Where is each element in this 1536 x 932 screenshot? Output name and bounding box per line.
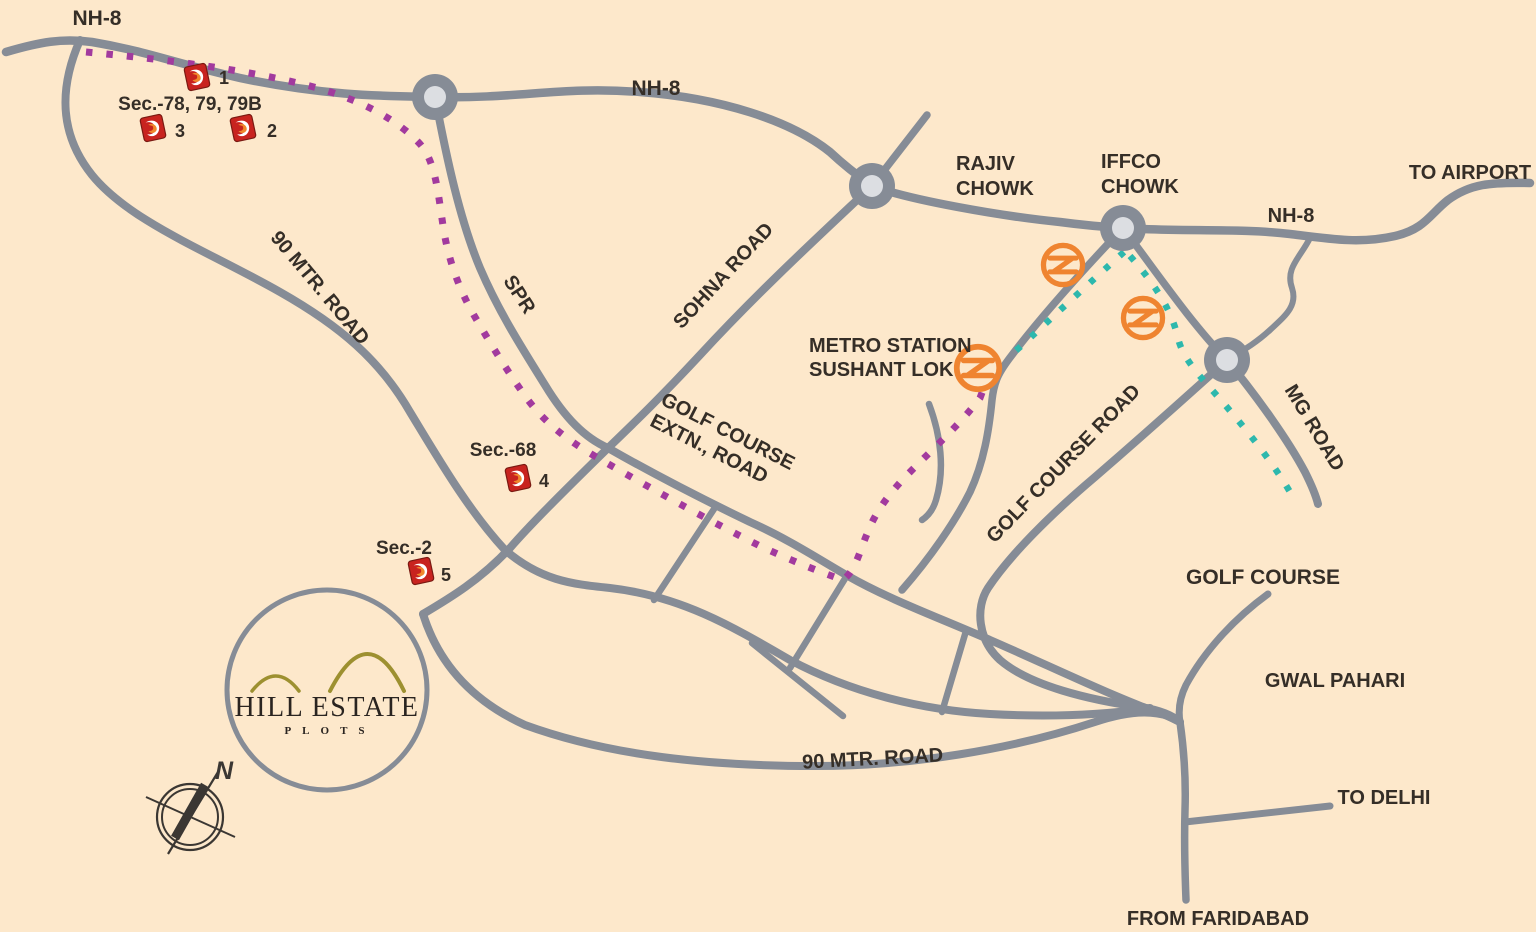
road-sohna xyxy=(419,182,876,618)
label-sec-2: Sec.-2 xyxy=(376,538,432,559)
plot-marker-4-number: 4 xyxy=(539,471,549,491)
road-golf-course xyxy=(976,356,1231,726)
label-sec-78-79-79b: Sec.-78, 79, 79B xyxy=(118,94,262,115)
label-gwal-pahari: GWAL PAHARI xyxy=(1265,670,1405,692)
label-metro-station-line2: SUSHANT LOK xyxy=(809,359,954,381)
road-nh8 xyxy=(1,36,1535,245)
road-faridabad xyxy=(1176,718,1190,904)
junction-node-rajiv-chowk xyxy=(849,163,895,209)
road-cross-street-b xyxy=(786,573,850,672)
plot-marker-2-number: 2 xyxy=(267,121,277,141)
road-gwal-curve xyxy=(1175,590,1272,726)
road-network xyxy=(1,36,1535,904)
metro-line-dotted-west xyxy=(1007,249,1127,359)
plot-marker-1-icon xyxy=(183,62,211,92)
label-from-faridabad: FROM FARIDABAD xyxy=(1127,908,1309,930)
road-mg xyxy=(1223,356,1322,508)
road-spur xyxy=(748,639,847,720)
road-cross-street-a xyxy=(650,502,720,604)
label-iffco-chowk-line1: IFFCO xyxy=(1101,151,1161,173)
plot-marker-5-number: 5 xyxy=(441,565,451,585)
plot-marker-5-icon xyxy=(407,556,435,586)
logo-circle xyxy=(224,587,430,793)
label-nh8-center: NH-8 xyxy=(631,77,680,100)
hill-estate-logo: HILL ESTATE PLOTS xyxy=(224,587,430,793)
label-iffco-chowk-line2: CHOWK xyxy=(1101,176,1179,198)
plot-markers: 1 2 3 4 5 xyxy=(139,62,549,586)
label-rajiv-chowk-line1: RAJIV xyxy=(956,153,1016,175)
compass-north-label: N xyxy=(215,757,234,785)
road-spr xyxy=(431,93,612,452)
plot-marker-4-icon xyxy=(504,463,532,493)
label-rajiv-chowk-line2: CHOWK xyxy=(956,178,1034,200)
road-to-delhi xyxy=(1181,802,1334,826)
junction-node-nh8-spr xyxy=(412,74,458,120)
road-90mtr-left xyxy=(61,36,1154,720)
plot-marker-3-number: 3 xyxy=(175,121,185,141)
road-cross-street-c xyxy=(938,627,970,716)
road-90mtr-bottom xyxy=(419,610,1184,770)
label-to-delhi: TO DELHI xyxy=(1338,787,1431,809)
label-golf-course: GOLF COURSE xyxy=(1186,566,1340,589)
logo-subtitle: PLOTS xyxy=(284,725,375,737)
logo-title: HILL ESTATE xyxy=(234,692,419,723)
plot-marker-2-icon xyxy=(229,113,257,143)
logo-hill-large-icon xyxy=(328,652,406,693)
plot-marker-3-icon xyxy=(139,113,167,143)
label-metro-station-line1: METRO STATION xyxy=(809,335,972,357)
label-nh8-east: NH-8 xyxy=(1268,205,1315,227)
road-nh8-mg-connector xyxy=(1224,235,1313,363)
plot-marker-1-number: 1 xyxy=(219,68,229,88)
compass-rose-icon: N xyxy=(145,757,236,855)
logo-hill-small-icon xyxy=(250,674,301,693)
junction-node-mg-road xyxy=(1204,337,1250,383)
road-iffco-southwest xyxy=(898,224,1127,594)
road-sushant-hook xyxy=(918,400,945,524)
junction-node-iffco-chowk xyxy=(1100,205,1146,251)
label-sec-68: Sec.-68 xyxy=(470,440,537,461)
label-to-airport: TO AIRPORT xyxy=(1409,162,1531,184)
label-nh8-topleft: NH-8 xyxy=(72,7,121,30)
